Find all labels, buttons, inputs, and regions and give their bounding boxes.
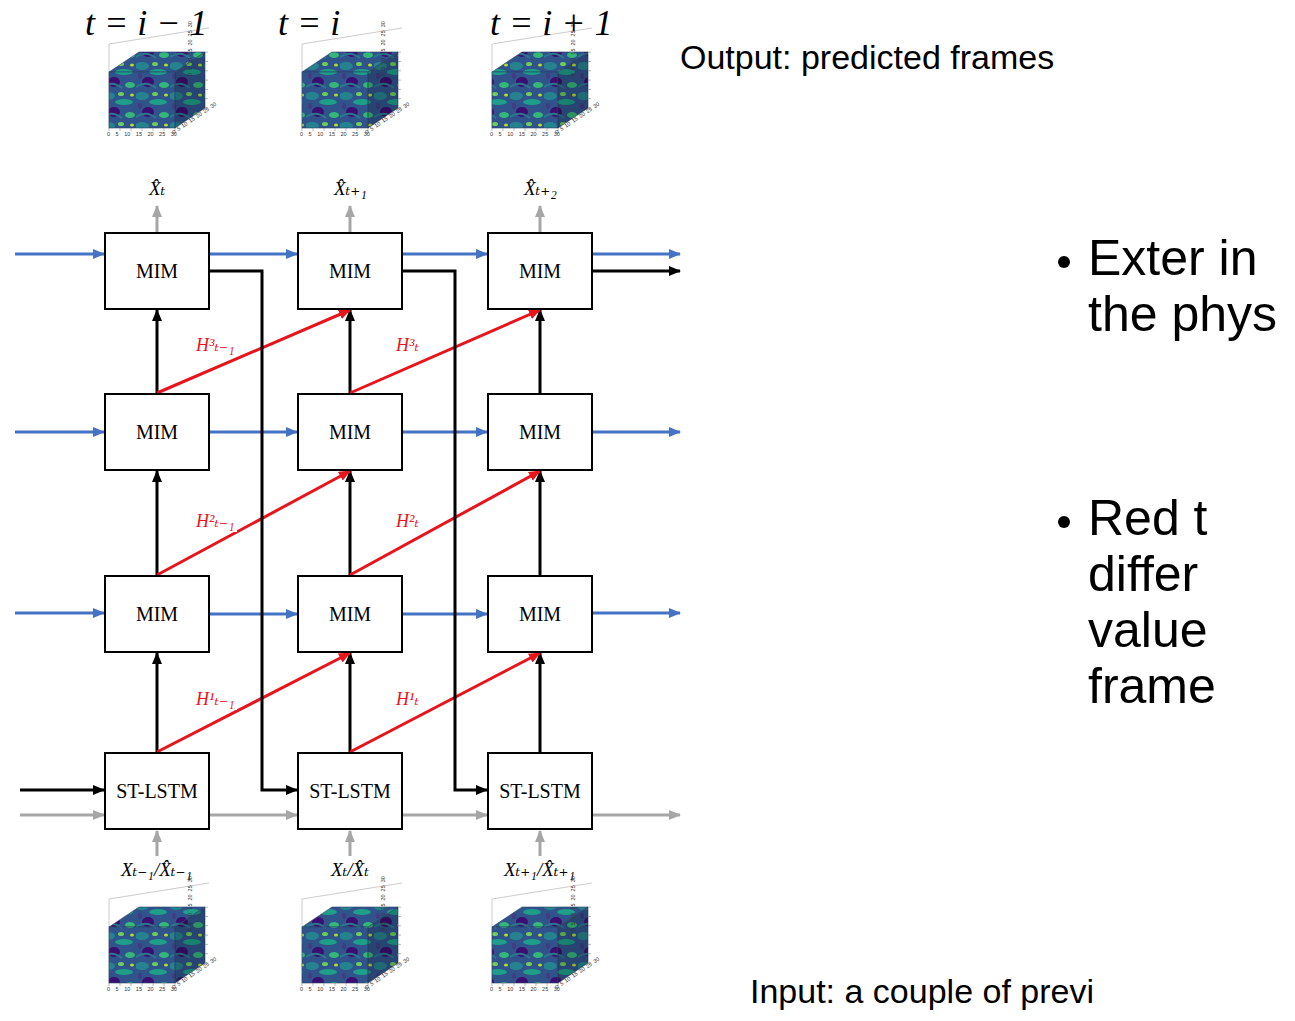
hidden-state-label: H³ₜ₋₁: [194, 336, 237, 356]
cell-label: MIM: [329, 603, 371, 626]
state-flow-arrow: [403, 814, 487, 817]
axis-ticks: 0 5 10 15 20 25 30: [490, 986, 560, 992]
input-symbol: Xₜ₋₁/X̂ₜ₋₁: [121, 858, 192, 881]
cell-label: MIM: [329, 421, 371, 444]
lstm-cell-box: ST-LSTM: [104, 752, 210, 830]
memory-flow-arrow: [210, 431, 297, 434]
cell-label: MIM: [519, 421, 561, 444]
mim-block-box: MIM: [487, 575, 593, 653]
stub-arrows: [15, 206, 680, 856]
time-step-label: t = i + 1: [490, 2, 613, 44]
output-caption: Output: predicted frames: [680, 38, 1054, 77]
mim-block-box: MIM: [104, 393, 210, 471]
cell-label: MIM: [519, 260, 561, 283]
axis-ticks: 0 5 10 15 20 25 30: [490, 131, 560, 137]
bullet-text: Exter in the phys: [1088, 230, 1288, 342]
mim-block-box: MIM: [297, 393, 403, 471]
cell-label: ST-LSTM: [116, 780, 198, 803]
hidden-state-arrow: [157, 471, 350, 575]
bullet-dots: [1058, 256, 1070, 528]
time-step-label: t = i: [278, 2, 340, 44]
memory-flow-arrow: [403, 431, 487, 434]
output-symbol: X̂ₜ: [149, 177, 165, 200]
axis-ticks: 0 5 10 15 20 25 30: [107, 131, 177, 137]
data-flow-arrow: [156, 653, 159, 752]
bullet-text: Red t differ value frame: [1088, 490, 1288, 714]
hidden-state-label: H¹ₜ: [394, 690, 421, 710]
volume-plots: [109, 28, 592, 986]
hidden-state-arrow: [350, 653, 540, 752]
axis-ticks: 0 5 10 15 20 25 30: [107, 986, 177, 992]
memory-flow-arrow: [210, 253, 297, 256]
cell-label: MIM: [329, 260, 371, 283]
cell-label: ST-LSTM: [309, 780, 391, 803]
axis-ticks: 0 5 10 15 20 25 30: [187, 21, 193, 76]
cell-label: MIM: [136, 421, 178, 444]
hidden-state-label: H²ₜ: [394, 512, 421, 532]
data-flow-arrow: [539, 471, 542, 575]
state-flow-arrow: [210, 814, 297, 817]
axis-ticks: 0 5 10 15 20 25 30: [380, 21, 386, 76]
mim-block-box: MIM: [297, 575, 403, 653]
memory-flow-arrow: [210, 613, 297, 616]
data-flow-arrow: [349, 471, 352, 575]
axis-ticks: 0 5 10 15 20 25 30: [570, 876, 576, 931]
mim-block-box: MIM: [487, 393, 593, 471]
cell-label: ST-LSTM: [499, 780, 581, 803]
data-flow-arrow: [539, 310, 542, 393]
cell-label: MIM: [136, 260, 178, 283]
axis-ticks: 0 5 10 15 20 25 30: [380, 876, 386, 931]
axis-ticks: 0 5 10 15 20 25 30: [570, 21, 576, 76]
axis-ticks: 0 5 10 15 20 25 30: [187, 876, 193, 931]
mim-block-box: MIM: [104, 575, 210, 653]
axis-ticks: 0 5 10 15 20 25 30: [300, 986, 370, 992]
data-flow-arrow: [156, 310, 159, 393]
hidden-state-arrow: [350, 471, 540, 575]
data-flow-arrow: [349, 310, 352, 393]
mim-block-box: MIM: [297, 232, 403, 310]
hidden-state-label: H¹ₜ₋₁: [194, 690, 237, 710]
cell-label: MIM: [136, 603, 178, 626]
data-flow-arrow: [539, 653, 542, 752]
hidden-state-arrow: [157, 653, 350, 752]
cell-label: MIM: [519, 603, 561, 626]
mim-block-box: MIM: [104, 232, 210, 310]
lstm-cell-box: ST-LSTM: [297, 752, 403, 830]
hidden-state-arrow: [350, 310, 540, 393]
data-flow-arrow: [349, 653, 352, 752]
output-symbol: X̂ₜ₊₁: [334, 177, 367, 200]
memory-flow-arrow: [403, 253, 487, 256]
lstm-cell-box: ST-LSTM: [487, 752, 593, 830]
input-symbol: Xₜ₊₁/X̂ₜ₊₁: [504, 858, 575, 881]
hidden-state-label: H³ₜ: [394, 336, 421, 356]
mim-block-box: MIM: [487, 232, 593, 310]
data-flow-arrow: [156, 471, 159, 575]
axis-ticks: 0 5 10 15 20 25 30: [300, 131, 370, 137]
hidden-state-arrow: [157, 310, 350, 393]
output-symbol: X̂ₜ₊₂: [524, 177, 557, 200]
hidden-state-label: H²ₜ₋₁: [194, 512, 237, 532]
input-caption: Input: a couple of previ: [750, 972, 1094, 1011]
memory-flow-arrow: [403, 613, 487, 616]
input-symbol: Xₜ/X̂ₜ: [331, 858, 369, 881]
